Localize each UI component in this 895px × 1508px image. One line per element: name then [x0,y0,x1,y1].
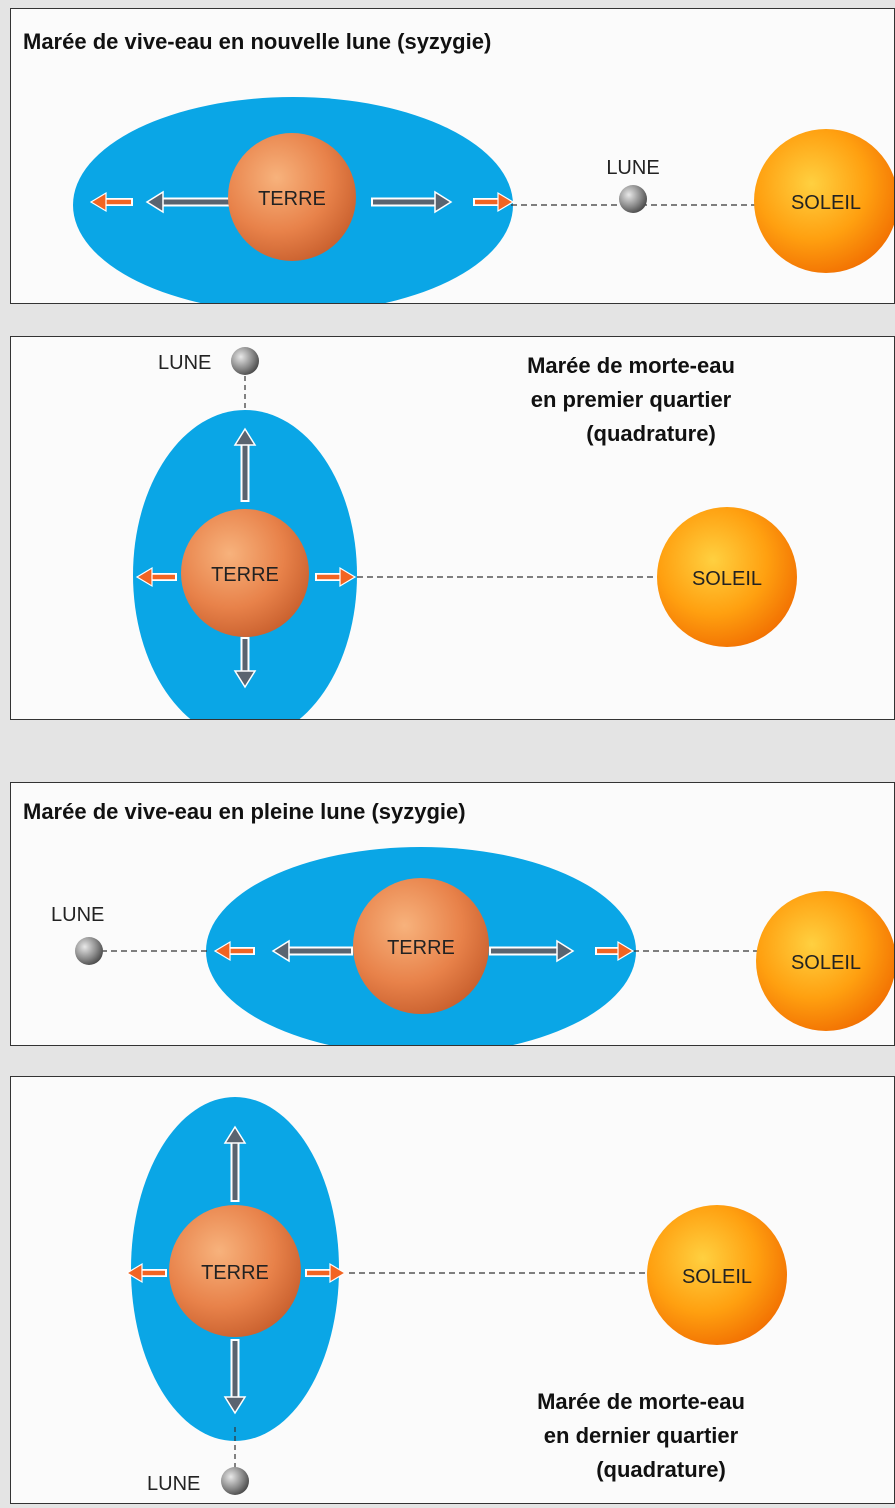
panel-new-moon-spring-tide: Marée de vive-eau en nouvelle lune (syzy… [10,8,895,304]
tide-arrow-right [305,1262,347,1284]
tide-arrow-left [135,566,177,588]
diagram-last-quarter: TERRE LUNE SOLEIL [125,1097,787,1495]
earth [228,133,356,261]
panel-title: Marée de vive-eau en pleine lune (syzygi… [23,799,466,824]
panel-title: Marée de morte-eau en dernier quartier (… [491,1385,791,1487]
tide-arrow-right [473,191,515,213]
moon [619,185,647,213]
earth-label: TERRE [258,188,326,210]
moon-label: LUNE [51,904,104,926]
gravity-arrow-right [489,939,575,963]
sun-label: SOLEIL [692,568,762,590]
gravity-arrow-left [271,939,353,963]
panel-title-line: (quadrature) [586,421,716,446]
moon-label: LUNE [147,1473,200,1495]
moon [75,937,103,965]
earth-label: TERRE [387,937,455,959]
diagram-full-moon: TERRE LUNE SOLEIL [51,847,894,1045]
panel-title: Marée de morte-eau en premier quartier (… [481,349,781,451]
tide-arrow-left [125,1262,167,1284]
gravity-arrow-down [223,1339,247,1415]
tide-arrow-left [89,191,133,213]
earth-label: TERRE [211,564,279,586]
sun [657,507,797,647]
moon [221,1467,249,1495]
gravity-arrow-left [145,190,233,214]
sun [754,129,894,273]
sun-label: SOLEIL [791,952,861,974]
panel-full-moon-spring-tide: Marée de vive-eau en pleine lune (syzygi… [10,782,895,1046]
gravity-arrow-down [233,637,257,689]
sun-label: SOLEIL [791,192,861,214]
sun-label: SOLEIL [682,1266,752,1288]
moon [231,347,259,375]
panel-title-line: en premier quartier [530,387,732,412]
panel-title-line: Marée de morte-eau [527,353,735,378]
panel-title-line: en dernier quartier [543,1423,739,1448]
earth-label: TERRE [201,1262,269,1284]
panel-last-quarter-neap-tide: TERRE LUNE SOLEIL Marée de morte-eau en … [10,1076,895,1504]
tide-arrow-left [213,940,255,962]
earth [181,509,309,637]
earth [169,1205,301,1337]
diagram-new-moon: TERRE LUNE SOLEIL [73,97,894,303]
gravity-arrow-up [223,1125,247,1202]
panel-title-line: (quadrature) [596,1457,726,1482]
sun [756,891,894,1031]
panel-title-line: Marée de morte-eau [537,1389,745,1414]
moon-label: LUNE [158,352,211,374]
panel-title: Marée de vive-eau en nouvelle lune (syzy… [23,29,492,54]
gravity-arrow-up [233,427,257,502]
diagram-first-quarter: TERRE LUNE SOLEIL [133,347,797,719]
gravity-arrow-right [371,190,453,214]
panel-first-quarter-neap-tide: TERRE LUNE SOLEIL Marée de morte-eau en … [10,336,895,720]
tide-arrow-right [595,940,635,962]
tide-arrow-right [315,566,357,588]
earth [353,878,489,1014]
sun [647,1205,787,1345]
moon-label: LUNE [606,157,659,179]
